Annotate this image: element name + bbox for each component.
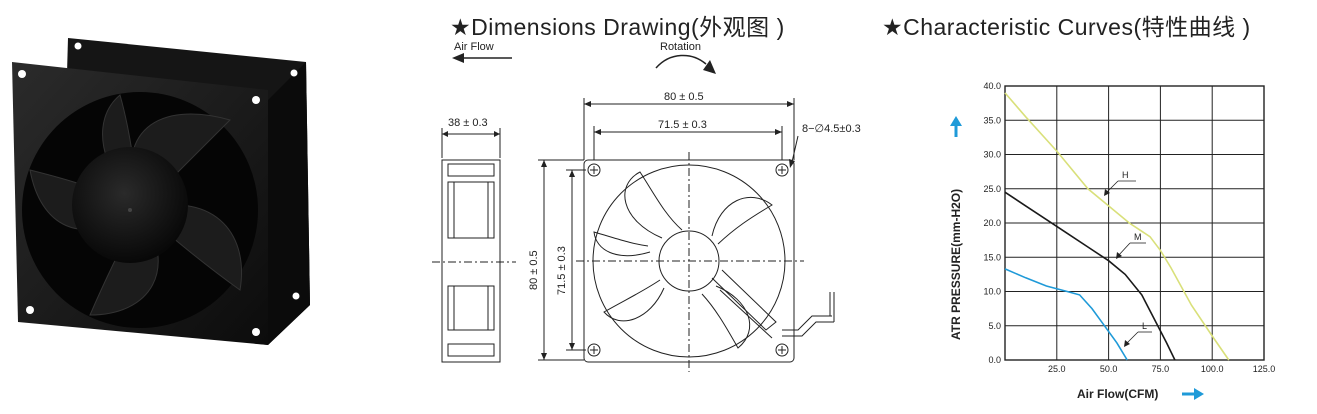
dim-depth: 38 ± 0.3 — [448, 117, 488, 129]
y-axis-label: ATR PRESSURE(mm-H2O) — [949, 189, 963, 340]
series-label-h-group: H — [1104, 170, 1136, 196]
y-tick-label: 15.0 — [983, 252, 1001, 262]
x-axis-label: Air Flow(CFM) — [1077, 387, 1158, 401]
y-tick-label: 10.0 — [983, 287, 1001, 297]
fan-photo — [12, 38, 310, 345]
y-tick-label: 0.0 — [988, 355, 1001, 365]
series-label-m: M — [1134, 232, 1142, 242]
rotation-label: Rotation — [660, 41, 701, 53]
dim-width-holes: 71.5 ± 0.3 — [658, 119, 707, 131]
dim-height-outer: 80 ± 0.5 — [528, 250, 540, 290]
dim-height-holes: 71.5 ± 0.3 — [556, 246, 568, 295]
series-line-m — [1004, 191, 1176, 361]
dimensions-drawing-panel: ★Dimensions Drawing(外观图 ) Air Flow Rotat… — [420, 0, 880, 409]
y-tick-label: 20.0 — [983, 218, 1001, 228]
characteristic-curves-chart: 0.0 5.0 10.0 15.0 20.0 25.0 30.0 35.0 40.0 25.0 5… — [949, 81, 1275, 401]
y-tick-label: 5.0 — [988, 321, 1001, 331]
y-tick-labels: 0.0 5.0 10.0 15.0 20.0 25.0 30.0 35.0 40.0 — [983, 81, 1001, 365]
series-label-h: H — [1122, 170, 1129, 180]
fan-photo-panel — [0, 0, 330, 409]
airflow-label: Air Flow — [454, 41, 494, 53]
front-view-blades — [593, 171, 773, 349]
front-view: 80 ± 0.5 71.5 ± 0.3 8−∅4.5±0.3 80 ± 0.5 — [528, 91, 861, 372]
x-tick-label: 75.0 — [1152, 364, 1170, 374]
x-tick-label: 50.0 — [1100, 364, 1118, 374]
characteristic-curves-title: ★Characteristic Curves(特性曲线 ) — [882, 14, 1251, 40]
series-label-l: L — [1142, 321, 1147, 331]
fan-side — [268, 62, 310, 345]
y-tick-label: 40.0 — [983, 81, 1001, 91]
mounting-holes — [587, 163, 789, 357]
x-axis-arrow-icon — [1182, 388, 1204, 400]
x-tick-label: 125.0 — [1253, 364, 1276, 374]
x-tick-label: 100.0 — [1201, 364, 1224, 374]
series-label-m-group: M — [1116, 232, 1146, 259]
dim-height-outer-group: 80 ± 0.5 — [528, 159, 584, 361]
series-label-l-group: L — [1124, 321, 1152, 347]
chart-grid — [1004, 85, 1265, 361]
y-tick-label: 30.0 — [983, 150, 1001, 160]
series-line-h — [1004, 92, 1230, 361]
dim-width-outer: 80 ± 0.5 — [664, 91, 704, 103]
y-tick-label: 25.0 — [983, 184, 1001, 194]
chart-series — [1004, 92, 1230, 361]
y-tick-label: 35.0 — [983, 115, 1001, 125]
fan-hub — [72, 147, 188, 263]
x-tick-labels: 25.0 50.0 75.0 100.0 125.0 — [1048, 364, 1275, 374]
airflow-arrow-icon — [452, 53, 512, 63]
dimensions-drawing: Air Flow Rotation 38 ± 0.3 — [432, 41, 861, 372]
dim-height-holes-group: 71.5 ± 0.3 — [556, 169, 586, 351]
series-line-l — [1004, 268, 1128, 361]
x-tick-label: 25.0 — [1048, 364, 1066, 374]
dimensions-drawing-title: ★Dimensions Drawing(外观图 ) — [450, 14, 785, 40]
characteristic-curves-panel: ★Characteristic Curves(特性曲线 ) 0.0 5.0 10.0… — [880, 0, 1317, 409]
side-view: 38 ± 0.3 — [432, 117, 516, 363]
rotation-arrow-icon — [655, 54, 716, 74]
dim-holes: 8−∅4.5±0.3 — [802, 123, 861, 135]
y-axis-arrow-icon — [950, 116, 962, 137]
